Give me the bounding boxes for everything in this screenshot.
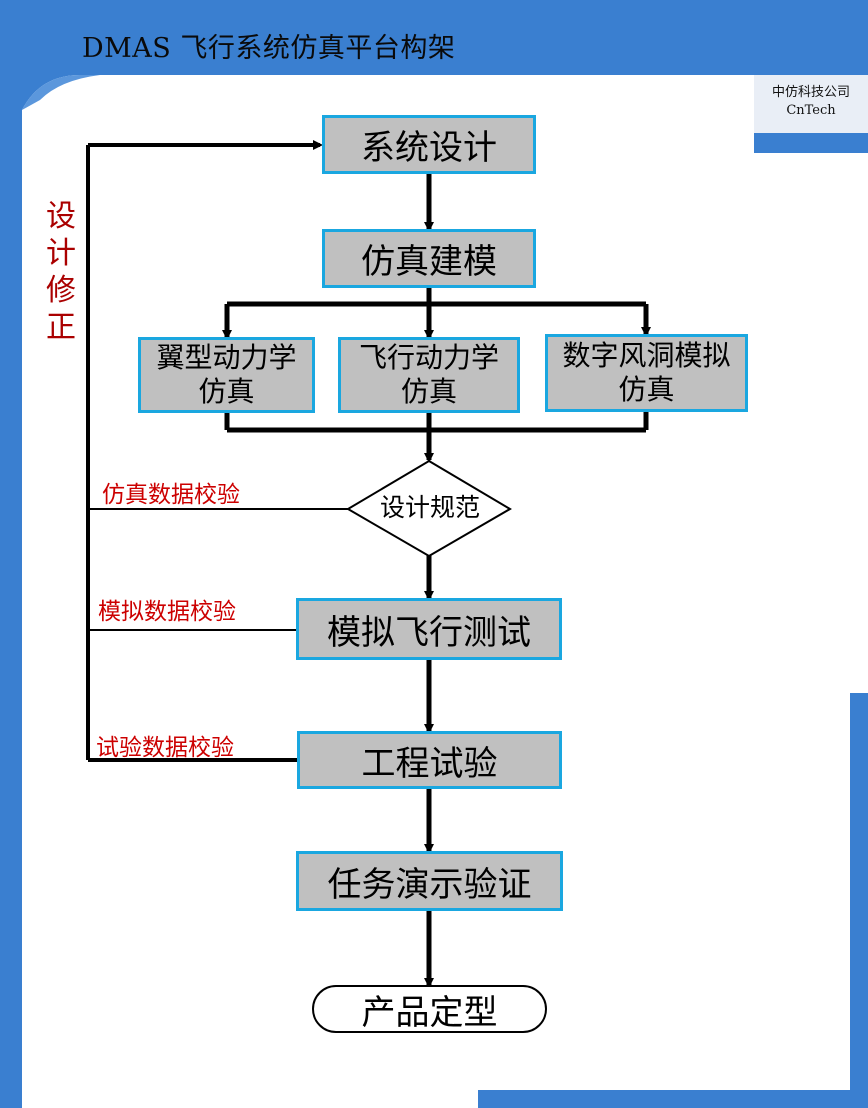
node-wind-tunnel-line1: 数字风洞模拟 [562,339,731,372]
header-curve [22,75,100,110]
feedback-label-char: 设 [46,199,76,234]
feedback-label-char: 修 [46,273,76,308]
node-wind-tunnel: 数字风洞模拟 仿真 [545,334,748,412]
node-system-design-label: 系统设计 [361,128,497,168]
brand-box [754,75,868,133]
feedback-label: 设计修正 [44,198,78,346]
node-sim-modeling: 仿真建模 [322,229,536,288]
label-simulated-data-check: 模拟数据校验 [98,599,236,625]
node-design-spec-label: 设计规范 [379,493,480,522]
node-mission-demo-label: 任务演示验证 [327,864,532,905]
node-flight-dyn-line2: 仿真 [400,375,457,408]
node-mission-demo: 任务演示验证 [296,851,563,911]
node-flight-dyn: 飞行动力学 仿真 [338,337,520,413]
brand-box-bar [754,133,868,153]
node-wind-tunnel-line2: 仿真 [618,373,675,406]
node-system-design: 系统设计 [322,115,536,174]
bottom-bar [478,1090,868,1108]
node-final-label: 产品定型 [361,992,498,1033]
feedback-loop [86,140,348,762]
brand-name: 中仿科技公司 [771,85,850,100]
node-final: 产品定型 [312,985,547,1033]
node-wing-aero-line1: 翼型动力学 [156,341,297,374]
node-eng-test-label: 工程试验 [361,743,498,784]
feedback-label-char: 计 [46,236,76,271]
node-wing-aero: 翼型动力学 仿真 [138,337,315,413]
node-sim-modeling-label: 仿真建模 [361,242,497,282]
node-wing-aero-line2: 仿真 [198,375,255,408]
brand-sub: CnTech [786,103,836,118]
node-eng-test: 工程试验 [297,731,562,789]
node-flight-dyn-line1: 飞行动力学 [358,341,499,374]
page-title: DMAS 飞行系统仿真平台构架 [82,33,456,64]
label-sim-data-check: 仿真数据校验 [102,482,240,508]
label-test-data-check: 试验数据校验 [96,735,234,761]
feedback-label-char: 正 [46,310,76,345]
node-sim-flight-test: 模拟飞行测试 [296,598,562,660]
brand-label: 中仿科技公司 CnTech [754,84,868,120]
connectors [222,172,651,988]
design-spec-diamond [346,459,512,558]
right-bar [850,693,868,1108]
node-sim-flight-test-label: 模拟飞行测试 [327,612,531,653]
